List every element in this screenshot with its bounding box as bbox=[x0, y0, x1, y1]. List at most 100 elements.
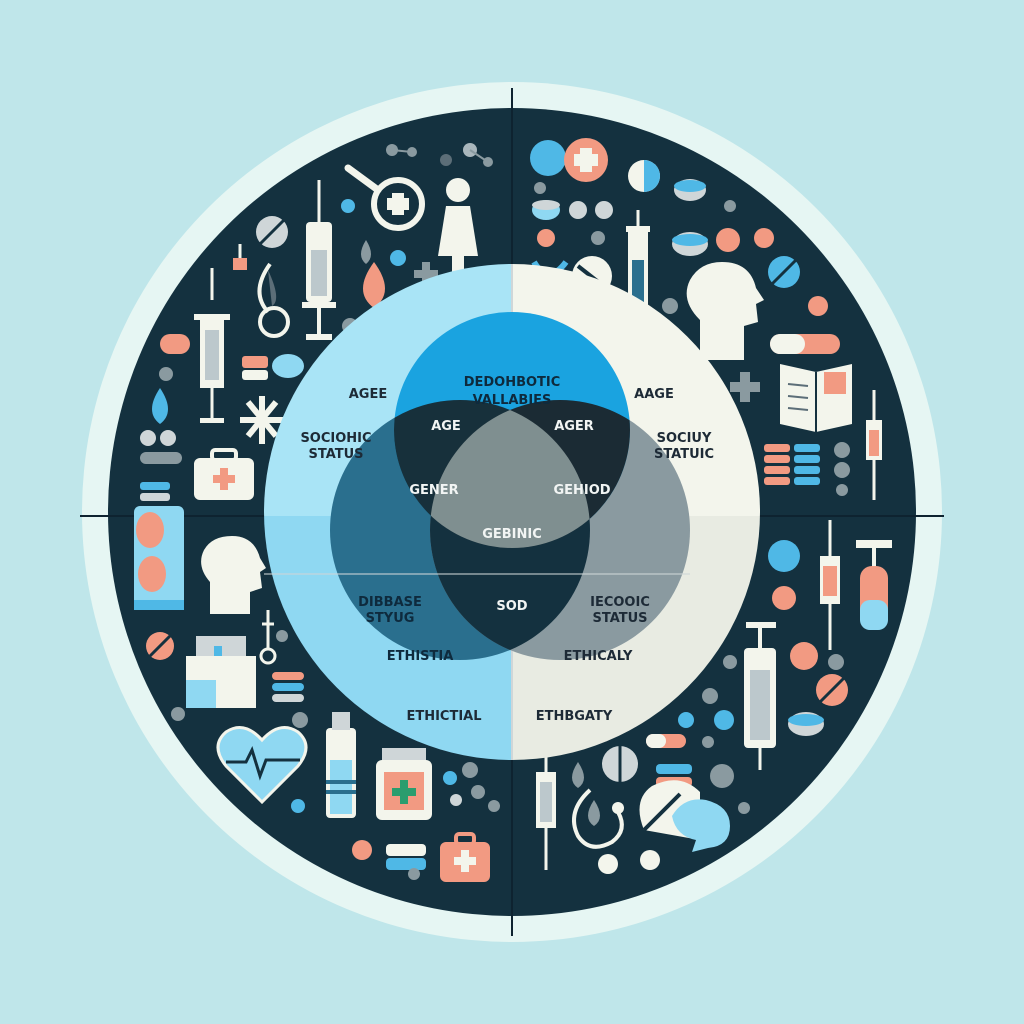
medical-kit-icon bbox=[194, 448, 254, 500]
title-line2: VALLABIES bbox=[473, 393, 552, 408]
dot-icon bbox=[738, 802, 750, 814]
pill-icon bbox=[674, 179, 706, 201]
syringe-icon bbox=[233, 244, 247, 270]
pill-icon bbox=[768, 256, 800, 288]
dot-icon bbox=[352, 840, 372, 860]
dot-icon bbox=[710, 764, 734, 788]
dot-icon bbox=[714, 710, 734, 730]
cross-icon bbox=[730, 372, 760, 402]
pill-icon bbox=[256, 216, 288, 248]
dot-icon bbox=[292, 712, 308, 728]
pill-icon bbox=[788, 712, 824, 736]
dot-icon bbox=[291, 799, 305, 813]
overlap-center bbox=[430, 400, 590, 548]
pill-stack-icon bbox=[386, 844, 426, 870]
syringe-icon bbox=[626, 210, 650, 322]
dot-icon bbox=[772, 586, 796, 610]
label-left-ethnic-inner: ETHISTIA bbox=[387, 649, 454, 664]
dot-icon bbox=[159, 367, 173, 381]
molecule-icon bbox=[443, 762, 500, 812]
dot-icon bbox=[598, 854, 618, 874]
book-icon bbox=[780, 364, 852, 432]
pill-icon bbox=[146, 632, 174, 660]
dot-icon bbox=[723, 655, 737, 669]
dot-icon bbox=[702, 688, 718, 704]
label-left-status-line2: STATUS bbox=[308, 447, 363, 462]
label-right-gender: GEHIOD bbox=[553, 483, 610, 498]
label-outer-left-age: AGEE bbox=[349, 387, 388, 402]
label-top-right-age: AGER bbox=[554, 419, 594, 434]
label-right-ethnic-inner: ETHICALY bbox=[564, 649, 633, 664]
syringe-icon bbox=[820, 520, 840, 650]
label-right-status-line2: STATUIC bbox=[654, 447, 714, 462]
syringe-icon bbox=[744, 622, 776, 770]
label-outer-right-age: AAGE bbox=[634, 387, 674, 402]
label-top-left-age: AGE bbox=[431, 419, 461, 434]
capsule-icon bbox=[770, 334, 840, 354]
dot-icon bbox=[790, 642, 818, 670]
label-center-lower: SOD bbox=[496, 599, 527, 614]
label-left-disease-line1: DIBBASE bbox=[358, 595, 422, 610]
capsule-icon bbox=[160, 334, 190, 354]
cross-icon bbox=[414, 262, 438, 286]
dot-icon bbox=[724, 200, 736, 212]
bottle-icon bbox=[326, 712, 356, 818]
capsule-icon bbox=[646, 734, 686, 748]
dot-icon bbox=[702, 736, 714, 748]
jar-icon bbox=[134, 506, 184, 610]
pill-icon bbox=[140, 430, 182, 464]
drop-icon bbox=[361, 240, 371, 264]
pill-icon bbox=[532, 200, 613, 220]
dot-icon bbox=[768, 540, 800, 572]
dot-icon bbox=[276, 630, 288, 642]
pill-icon bbox=[672, 232, 708, 256]
label-right-ethnic-outer: ETHBGATY bbox=[536, 709, 613, 724]
person-icon bbox=[438, 178, 478, 282]
syringe-icon bbox=[536, 752, 556, 870]
dot-icon bbox=[390, 250, 406, 266]
label-right-status-line1: SOCIUY bbox=[657, 431, 712, 446]
medical-kit-icon bbox=[376, 748, 432, 820]
pill-stack-icon bbox=[272, 672, 304, 702]
dot-icon bbox=[534, 182, 546, 194]
pill-icon bbox=[530, 138, 660, 192]
dot-icon bbox=[640, 850, 660, 870]
pill-stack-icon bbox=[242, 354, 304, 380]
label-center: GEBINIC bbox=[482, 527, 542, 542]
dot-icon bbox=[828, 654, 844, 670]
dot-icon bbox=[678, 712, 694, 728]
head-profile-icon bbox=[201, 536, 266, 614]
stethoscope-icon bbox=[257, 262, 290, 338]
stethoscope-icon bbox=[259, 610, 277, 665]
heart-icon bbox=[216, 726, 308, 805]
dot-icon bbox=[591, 231, 605, 245]
drop-icon bbox=[152, 388, 168, 424]
title-line1: DEDOHBOTIC bbox=[464, 375, 561, 390]
drop-icon bbox=[572, 762, 600, 826]
pill-icon bbox=[602, 746, 638, 782]
dot-icon bbox=[808, 296, 828, 316]
dot-icon bbox=[662, 298, 678, 314]
syringe-icon bbox=[866, 390, 882, 500]
label-left-ethnic-outer: ETHICTIAL bbox=[406, 709, 481, 724]
dot-icon bbox=[408, 868, 420, 880]
syringe-icon bbox=[302, 180, 336, 340]
stethoscope-icon bbox=[572, 788, 624, 849]
label-left-disease-line2: STYUG bbox=[366, 611, 415, 626]
label-left-status-line1: SOCIOHIC bbox=[300, 431, 371, 446]
dot-icon bbox=[341, 199, 355, 213]
medical-kit-icon bbox=[440, 832, 490, 882]
pill-stack-icon bbox=[764, 442, 850, 496]
label-left-gender: GENER bbox=[409, 483, 458, 498]
pill-stack-icon bbox=[140, 482, 170, 501]
dot-icon bbox=[754, 228, 774, 248]
dot-icon bbox=[171, 707, 185, 721]
syringe-icon bbox=[194, 268, 230, 423]
head-profile-icon bbox=[639, 780, 730, 852]
molecule-icon bbox=[386, 143, 493, 167]
bottle-icon bbox=[856, 540, 892, 630]
label-right-economic-line2: STATUS bbox=[592, 611, 647, 626]
cross-icon bbox=[240, 396, 284, 444]
